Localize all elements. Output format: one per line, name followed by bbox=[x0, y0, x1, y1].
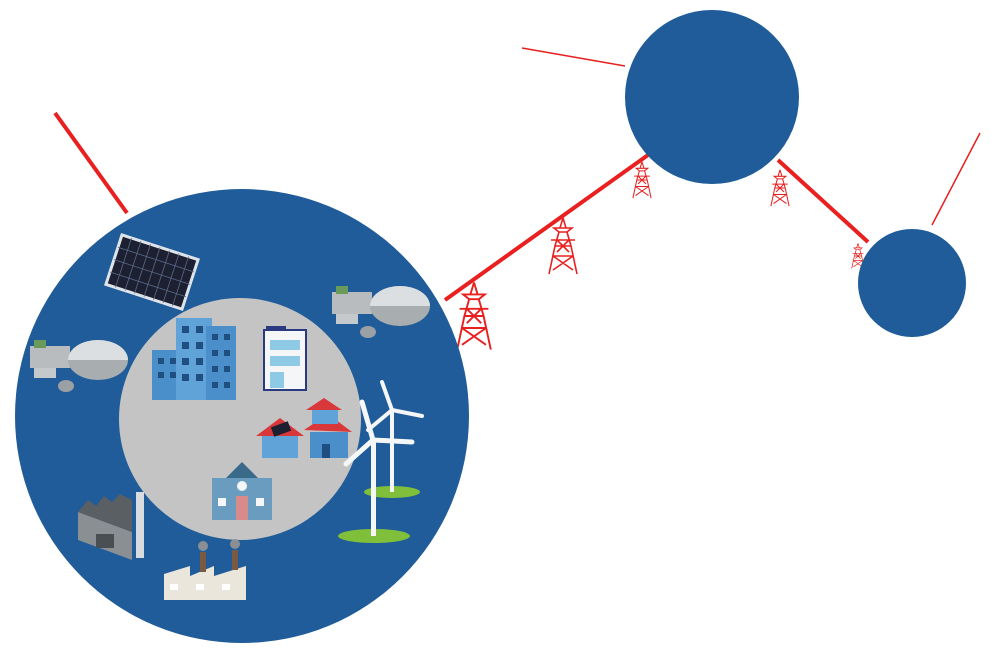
transmission-line-city-to-substation bbox=[443, 153, 650, 302]
wind-turbine-icon bbox=[364, 380, 424, 498]
transmission-line-substation-to-remote bbox=[776, 158, 870, 244]
power-line-right-offscreen bbox=[931, 132, 981, 226]
power-line-top-offscreen bbox=[521, 47, 626, 67]
transmission-tower-icon bbox=[770, 169, 790, 207]
solar-panel-icon bbox=[104, 233, 200, 311]
power-line-left-offscreen bbox=[53, 111, 129, 215]
houses-with-solar-icon bbox=[256, 398, 352, 458]
factory-icon bbox=[78, 492, 144, 560]
city-microgrid bbox=[15, 189, 469, 643]
wind-turbine-icon bbox=[338, 399, 415, 543]
biogas-plant-icon bbox=[30, 340, 128, 392]
school-icon bbox=[212, 462, 272, 520]
office-building-icon bbox=[152, 318, 236, 400]
apartment-building-icon bbox=[263, 326, 307, 391]
biogas-plant-icon bbox=[332, 286, 430, 338]
substation-node bbox=[625, 10, 799, 184]
transmission-tower-icon bbox=[456, 281, 492, 351]
industrial-plant-icon bbox=[164, 539, 246, 600]
transmission-tower-icon bbox=[632, 161, 652, 199]
transmission-tower-icon bbox=[548, 217, 578, 275]
remote-node bbox=[858, 229, 966, 337]
